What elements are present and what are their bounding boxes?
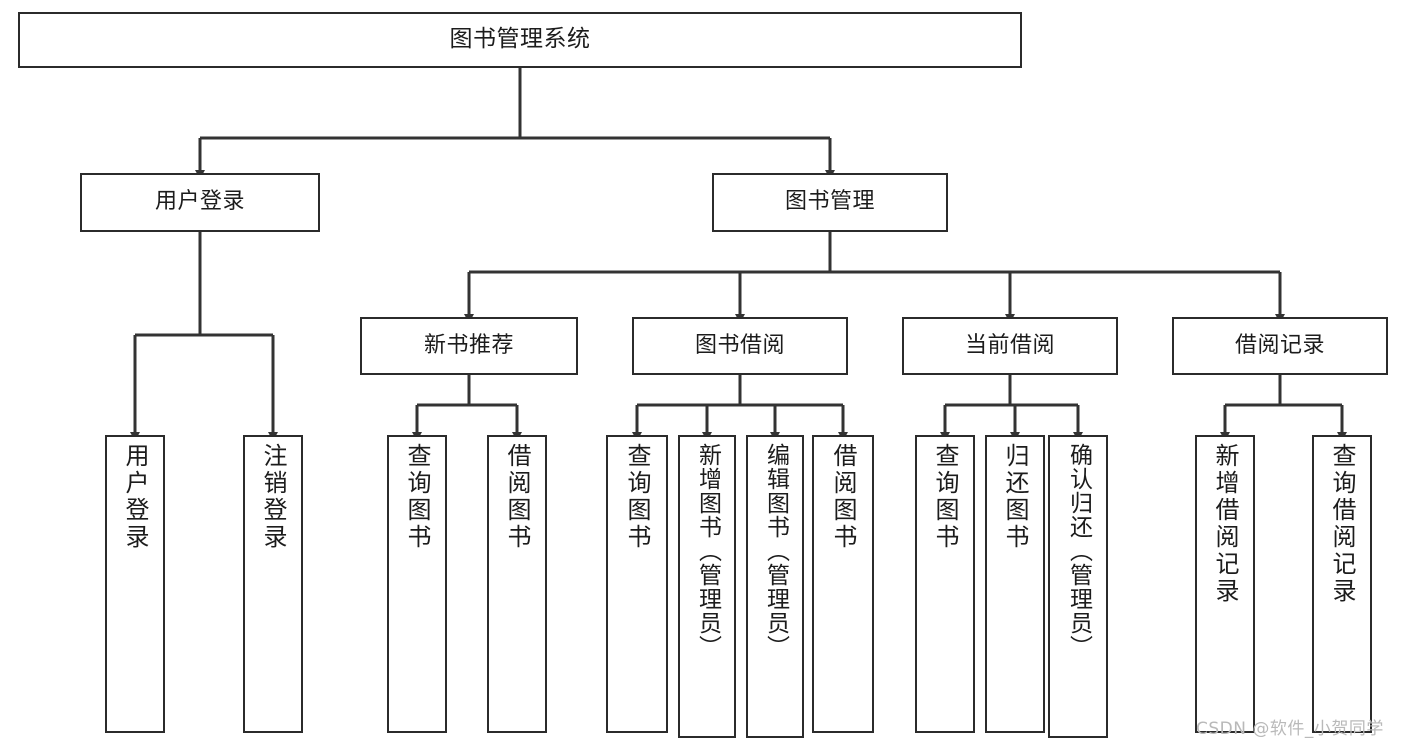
node-label: 用户登录 <box>121 443 149 551</box>
edge-layer <box>130 68 1347 441</box>
node-borrow[interactable]: 图书借阅 <box>632 317 848 375</box>
node-label: 新书推荐 <box>423 332 514 358</box>
node-root[interactable]: 图书管理系统 <box>18 12 1022 68</box>
node-label: 注销登录 <box>259 443 287 551</box>
node-leaf-5[interactable]: 查询图书 <box>606 435 668 733</box>
node-leaf-13[interactable]: 查询借阅记录 <box>1312 435 1372 733</box>
node-label: 图书管理系统 <box>449 26 591 53</box>
node-label: 查询图书 <box>623 443 651 551</box>
node-leaf-10[interactable]: 归还图书 <box>985 435 1045 733</box>
node-leaf-4[interactable]: 借阅图书 <box>487 435 547 733</box>
node-leaf-3[interactable]: 查询图书 <box>387 435 447 733</box>
node-label: 图书借阅 <box>694 332 785 358</box>
node-label: 借阅图书 <box>829 443 857 551</box>
watermark-label: CSDN @软件_小贺同学 <box>1196 719 1384 739</box>
node-label: 编辑图书（管理员） <box>762 443 789 659</box>
node-login[interactable]: 用户登录 <box>80 173 320 232</box>
node-label: 查询图书 <box>931 443 959 551</box>
node-current[interactable]: 当前借阅 <box>902 317 1118 375</box>
node-label: 归还图书 <box>1001 443 1029 551</box>
node-bookmgmt[interactable]: 图书管理 <box>712 173 948 232</box>
node-leaf-11[interactable]: 确认归还（管理员） <box>1048 435 1108 738</box>
node-records[interactable]: 借阅记录 <box>1172 317 1388 375</box>
node-newbooks[interactable]: 新书推荐 <box>360 317 578 375</box>
node-label: 确认归还（管理员） <box>1065 443 1092 659</box>
node-leaf-1[interactable]: 用户登录 <box>105 435 165 733</box>
node-leaf-2[interactable]: 注销登录 <box>243 435 303 733</box>
node-label: 查询借阅记录 <box>1328 443 1356 605</box>
node-leaf-9[interactable]: 查询图书 <box>915 435 975 733</box>
node-leaf-7[interactable]: 编辑图书（管理员） <box>746 435 804 738</box>
node-label: 当前借阅 <box>964 332 1055 358</box>
node-label: 新增图书（管理员） <box>694 443 721 659</box>
node-leaf-12[interactable]: 新增借阅记录 <box>1195 435 1255 733</box>
node-leaf-8[interactable]: 借阅图书 <box>812 435 874 733</box>
node-label: 借阅图书 <box>503 443 531 551</box>
node-label: 用户登录 <box>154 189 245 215</box>
node-label: 新增借阅记录 <box>1211 443 1239 605</box>
node-label: 借阅记录 <box>1234 332 1325 358</box>
node-label: 图书管理 <box>784 189 875 215</box>
node-label: 查询图书 <box>403 443 431 551</box>
node-leaf-6[interactable]: 新增图书（管理员） <box>678 435 736 738</box>
